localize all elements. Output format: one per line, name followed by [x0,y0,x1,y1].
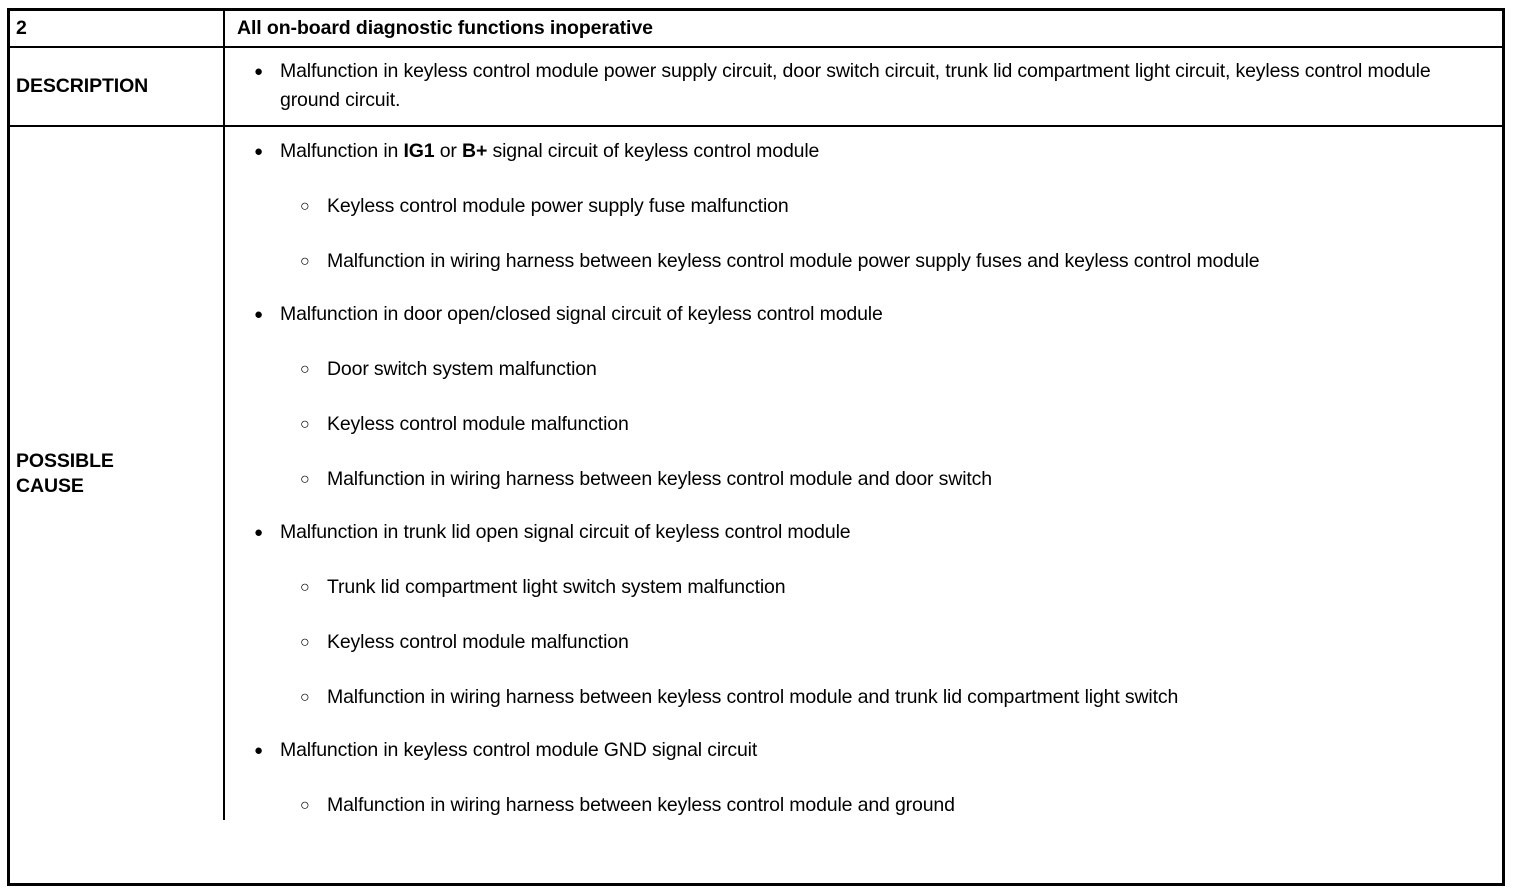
dtc-number-cell: 2 [10,11,225,46]
list-item: ● Malfunction in keyless control module … [225,57,1502,115]
list-item: ● Malfunction in keyless control module … [225,736,1502,820]
hollow-bullet-icon: ○ [300,579,310,596]
table-row-description: DESCRIPTION ● Malfunction in keyless con… [10,48,1502,127]
sub-bullet-list: ○ Keyless control module power supply fu… [280,192,1462,276]
description-bullet-list: ● Malfunction in keyless control module … [225,57,1502,115]
hollow-bullet-icon: ○ [300,471,310,488]
list-item: ● Malfunction in IG1 or B+ signal circui… [225,137,1502,276]
list-item: ○ Door switch system malfunction [280,355,1462,384]
sub-bullet-text: Malfunction in wiring harness between ke… [327,250,1260,272]
list-item: ○ Malfunction in wiring harness between … [280,465,1462,494]
list-item: ● Malfunction in door open/closed signal… [225,300,1502,494]
sub-bullet-text: Keyless control module malfunction [327,413,629,435]
list-item: ○ Malfunction in wiring harness between … [280,247,1462,276]
bullet-text-mid: or [434,140,463,162]
possible-cause-content: ● Malfunction in IG1 or B+ signal circui… [225,127,1502,820]
sub-bullet-list: ○ Trunk lid compartment light switch sys… [280,573,1462,712]
hollow-bullet-icon: ○ [300,253,310,270]
hollow-bullet-icon: ○ [300,797,310,814]
description-content: ● Malfunction in keyless control module … [225,48,1502,125]
possible-cause-label-line1: POSSIBLE [16,449,114,472]
hollow-bullet-icon: ○ [300,634,310,651]
hollow-bullet-icon: ○ [300,416,310,433]
table-row-possible-cause: POSSIBLE CAUSE ● Malfunction in IG1 or B… [10,127,1502,820]
sub-bullet-list: ○ Malfunction in wiring harness between … [280,791,1462,820]
sub-bullet-list: ○ Door switch system malfunction ○ Keyle… [280,355,1462,494]
possible-cause-bullet-list: ● Malfunction in IG1 or B+ signal circui… [225,137,1502,820]
list-item: ○ Keyless control module power supply fu… [280,192,1462,221]
bullet-text: Malfunction in keyless control module GN… [280,739,758,761]
sub-bullet-text: Malfunction in wiring harness between ke… [327,686,1179,708]
hollow-bullet-icon: ○ [300,198,310,215]
bullet-text-bold-ig1: IG1 [403,140,435,162]
sub-bullet-text: Trunk lid compartment light switch syste… [327,576,786,598]
filled-bullet-icon: ● [254,306,263,323]
hollow-bullet-icon: ○ [300,361,310,378]
diagnostic-trouble-table: 2 All on-board diagnostic functions inop… [7,8,1505,886]
possible-cause-label: POSSIBLE CAUSE [10,127,225,820]
sub-bullet-text: Keyless control module power supply fuse… [327,195,789,217]
list-item: ○ Trunk lid compartment light switch sys… [280,573,1462,602]
filled-bullet-icon: ● [254,524,263,541]
hollow-bullet-icon: ○ [300,689,310,706]
bullet-text-bold-bplus: B+ [462,140,488,162]
bullet-text: Malfunction in door open/closed signal c… [280,303,883,325]
list-item: ○ Malfunction in wiring harness between … [280,683,1462,712]
sub-bullet-text: Keyless control module malfunction [327,631,629,653]
description-label: DESCRIPTION [10,48,225,125]
list-item: ○ Malfunction in wiring harness between … [280,791,1462,820]
possible-cause-label-line2: CAUSE [16,474,84,497]
list-item: ○ Keyless control module malfunction [280,410,1462,439]
bullet-text-post: signal circuit of keyless control module [487,140,820,162]
table-row-header: 2 All on-board diagnostic functions inop… [10,11,1502,48]
bullet-text: Malfunction in IG1 or B+ signal circuit … [280,140,819,162]
filled-bullet-icon: ● [254,143,263,160]
bullet-text: Malfunction in keyless control module po… [280,60,1431,111]
bullet-text: Malfunction in trunk lid open signal cir… [280,521,851,543]
bullet-text-pre: Malfunction in [280,140,404,162]
dtc-title-cell: All on-board diagnostic functions inoper… [225,11,1502,46]
sub-bullet-text: Door switch system malfunction [327,358,597,380]
list-item: ● Malfunction in trunk lid open signal c… [225,518,1502,712]
dtc-title-text: All on-board diagnostic functions inoper… [237,17,653,39]
list-item: ○ Keyless control module malfunction [280,628,1462,657]
filled-bullet-icon: ● [254,63,263,80]
sub-bullet-text: Malfunction in wiring harness between ke… [327,794,955,816]
sub-bullet-text: Malfunction in wiring harness between ke… [327,468,992,490]
filled-bullet-icon: ● [254,742,263,759]
